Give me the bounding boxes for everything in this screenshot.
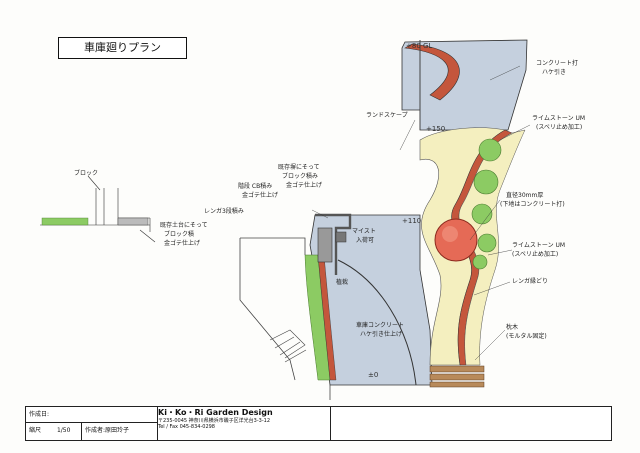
note-step-cb: 階段 CB積み	[238, 183, 273, 190]
note-stone-circle-base: (下地はコンクリート打)	[500, 201, 565, 208]
scale-cell: 縮尺 1/50	[26, 423, 82, 440]
upper-brick-border	[404, 43, 460, 101]
shrub	[472, 254, 488, 270]
level-bottom: ±0	[368, 371, 379, 379]
note-existing-block-3: 金ゴテ仕上げ	[286, 182, 323, 189]
stone-circle	[434, 218, 478, 262]
gate-pillar	[317, 227, 333, 263]
company-name: Ki・Ko・Ri Garden Design	[158, 408, 273, 417]
note-ground-cover: ランドスケープ	[366, 112, 408, 119]
sleeper-steps	[429, 365, 485, 388]
note-limestone-mid-finish: (スベリ止め加工)	[512, 251, 559, 258]
note-planter: 植栽	[336, 279, 349, 286]
note-section-small: ブロック	[74, 170, 99, 177]
note-limestone-top-finish: (スベリ止め加工)	[536, 124, 583, 131]
note-sleepers-fix: (モルタル固定)	[506, 333, 547, 340]
level-top: +80 GL	[406, 42, 433, 50]
stone-circle-highlight	[442, 226, 458, 242]
note-limestone-mid: ライムストーン UM	[512, 242, 566, 249]
property-line	[239, 238, 296, 381]
scale-value: 1/50	[56, 427, 71, 434]
note-step-cb-finish: 金ゴテ仕上げ	[242, 192, 279, 199]
property-line	[240, 237, 306, 255]
note-garage-concrete-finish: ハケ引き仕上げ	[360, 331, 403, 338]
upper-concrete-area	[401, 39, 528, 131]
garage-wall	[315, 213, 352, 275]
shrub	[471, 203, 493, 225]
level-upper: +150	[426, 125, 446, 133]
note-existing-block: 既存塀にそって	[278, 164, 320, 171]
section-block	[117, 217, 149, 226]
footer-divider	[330, 407, 331, 440]
note-mailbox: マイスト	[352, 228, 376, 235]
driveway-arc	[337, 259, 417, 386]
note-section-2: ブロック積	[164, 231, 195, 238]
note-existing-block-2: ブロック積み	[282, 173, 319, 180]
author-label: 作成者:原田玲子	[82, 423, 158, 440]
note-section-1: 既存土台にそって	[160, 222, 208, 229]
shrub	[478, 138, 502, 162]
note-brick-edge: レンガ縁どり	[512, 278, 549, 285]
title-block: 作成日: 縮尺 1/50 作成者:原田玲子 Ki・Ko・Ri Garden De…	[25, 406, 612, 441]
date-label: 作成日:	[26, 407, 158, 423]
level-mid: +110	[402, 217, 422, 225]
scale-label: 縮尺	[29, 427, 42, 434]
note-section-3: 金ゴテ仕上げ	[164, 240, 201, 247]
shrub	[473, 169, 499, 195]
section-planting	[41, 217, 89, 226]
shrub	[477, 233, 497, 253]
section-detail	[40, 175, 156, 243]
drawing-title: 車庫廻りプラン	[58, 37, 187, 59]
note-brick-steps: レンガ3段積み	[204, 208, 244, 215]
note-concrete-finish: ハケ引き	[542, 69, 567, 76]
company-address: 〒235-0045 神奈川県横浜市磯子区洋光台3-3-12	[158, 418, 270, 424]
leader-lines	[311, 65, 531, 361]
note-garage-concrete: 車庫コンクリート	[356, 322, 405, 329]
company-tel: Tel / Fax 045-834-0298	[158, 424, 215, 430]
note-stone-circle: 直径30mm厚	[506, 192, 544, 199]
note-concrete: コンクリート打	[536, 60, 579, 67]
left-brick-strip	[317, 254, 337, 381]
company-info: Ki・Ko・Ri Garden Design 〒235-0045 神奈川県横浜市…	[158, 408, 328, 439]
note-sleepers: 枕木	[506, 324, 519, 331]
note-limestone-top: ライムストーン UM	[532, 115, 586, 122]
note-mailbox-2: 入荷可	[356, 237, 375, 244]
mailbox-block	[335, 231, 347, 243]
entrance-steps	[269, 329, 307, 363]
